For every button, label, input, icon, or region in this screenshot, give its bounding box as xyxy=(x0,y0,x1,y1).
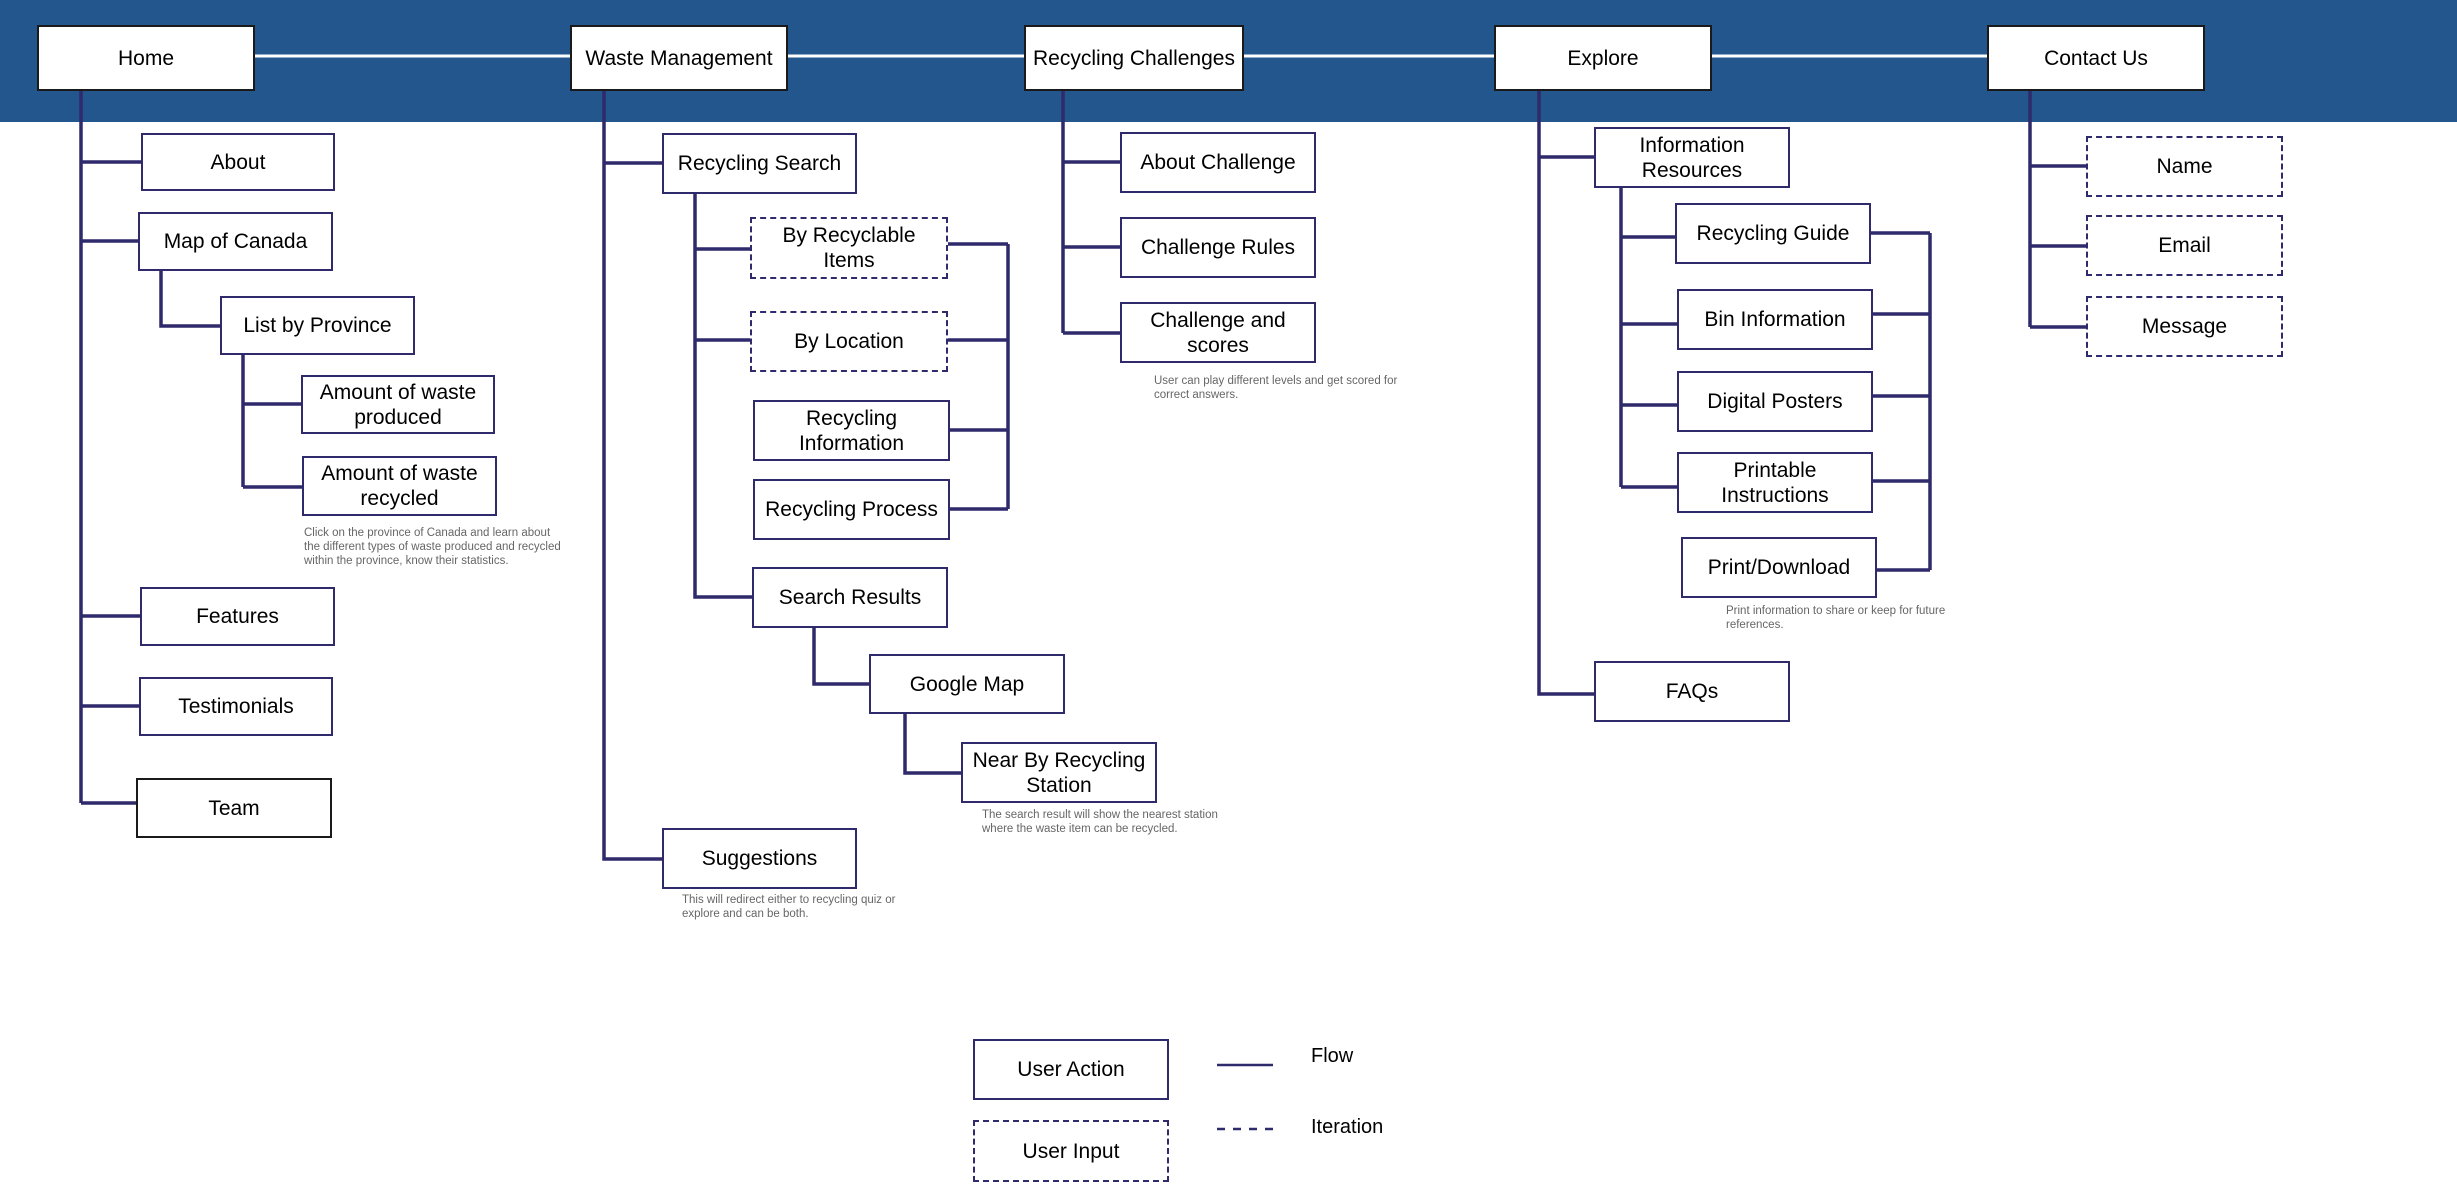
waste-flow-line xyxy=(602,90,664,861)
home-list-province-box[interactable]: List by Province xyxy=(220,296,415,355)
waste-near-by-station-box[interactable]: Near By Recycling Station xyxy=(961,742,1157,803)
explore-info-resources-box[interactable]: Information Resources xyxy=(1594,127,1790,188)
nav-waste-management[interactable]: Waste Management xyxy=(570,25,788,91)
explore-digital-posters-box[interactable]: Digital Posters xyxy=(1677,371,1873,432)
challenge-about-box[interactable]: About Challenge xyxy=(1120,132,1316,193)
legend-user-input-box: User Input xyxy=(973,1120,1169,1182)
contact-email-field[interactable]: Email xyxy=(2086,215,2283,276)
challenge-note: User can play different levels and get s… xyxy=(1154,375,1398,401)
waste-by-items-box[interactable]: By Recyclable Items xyxy=(750,217,948,279)
explore-print-download-box[interactable]: Print/Download xyxy=(1681,537,1877,598)
explore-recycling-guide-box[interactable]: Recycling Guide xyxy=(1675,203,1871,264)
explore-print-note: Print information to share or keep for f… xyxy=(1726,605,1946,631)
waste-search-results-box[interactable]: Search Results xyxy=(752,567,948,628)
search-flow-line xyxy=(693,194,754,599)
nav-contact-us[interactable]: Contact Us xyxy=(1987,25,2205,91)
home-about-box[interactable]: About xyxy=(141,133,335,191)
legend-iteration-label: Iteration xyxy=(1311,1116,1384,1138)
waste-recycling-info-box[interactable]: Recycling Information xyxy=(753,400,950,461)
home-amount-produced-box[interactable]: Amount of waste produced xyxy=(301,375,495,434)
waste-google-map-box[interactable]: Google Map xyxy=(869,654,1065,714)
home-team-box[interactable]: Team xyxy=(136,778,332,838)
home-amount-recycled-box[interactable]: Amount of waste recycled xyxy=(302,456,497,516)
waste-suggestions-note: This will redirect either to recycling q… xyxy=(682,894,896,920)
waste-recycling-search-box[interactable]: Recycling Search xyxy=(662,133,857,194)
legend-user-action-box: User Action xyxy=(973,1039,1169,1100)
nav-explore[interactable]: Explore xyxy=(1494,25,1712,91)
waste-suggestions-box[interactable]: Suggestions xyxy=(662,828,857,889)
home-map-box[interactable]: Map of Canada xyxy=(138,212,333,271)
waste-by-location-box[interactable]: By Location xyxy=(750,311,948,372)
explore-flow-line xyxy=(1537,90,1596,696)
waste-recycling-process-box[interactable]: Recycling Process xyxy=(753,479,950,540)
explore-bin-info-box[interactable]: Bin Information xyxy=(1677,289,1873,350)
explore-printable-box[interactable]: Printable Instructions xyxy=(1677,452,1873,513)
home-map-note: Click on the province of Canada and lear… xyxy=(304,527,561,567)
challenge-scores-box[interactable]: Challenge and scores xyxy=(1120,302,1316,363)
nav-home[interactable]: Home xyxy=(37,25,255,91)
contact-name-field[interactable]: Name xyxy=(2086,136,2283,197)
nav-recycling-challenges[interactable]: Recycling Challenges xyxy=(1024,25,1244,91)
home-testimonials-box[interactable]: Testimonials xyxy=(139,677,333,736)
search-map-line xyxy=(812,628,871,686)
waste-near-by-note: The search result will show the nearest … xyxy=(982,809,1218,835)
map-province-line xyxy=(159,271,222,328)
explore-faqs-box[interactable]: FAQs xyxy=(1594,661,1790,722)
challenge-rules-box[interactable]: Challenge Rules xyxy=(1120,217,1316,278)
legend-flow-label: Flow xyxy=(1311,1045,1354,1067)
map-near-line xyxy=(903,714,963,775)
contact-message-field[interactable]: Message xyxy=(2086,296,2283,357)
home-features-box[interactable]: Features xyxy=(140,587,335,646)
